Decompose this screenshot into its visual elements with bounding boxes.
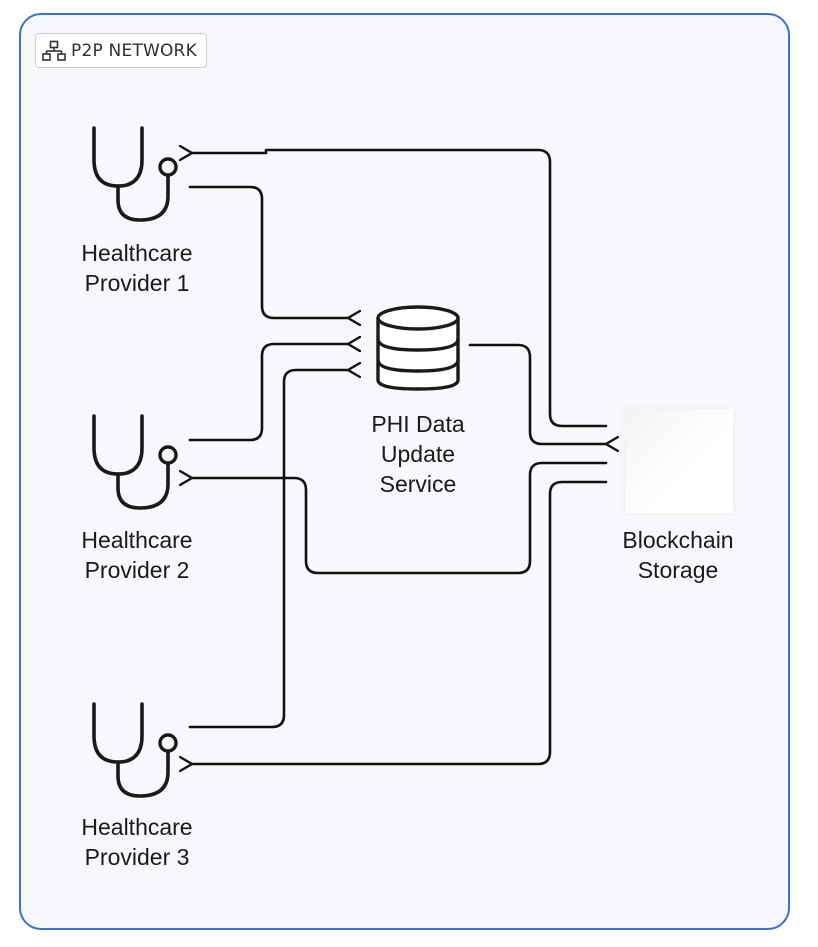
edge-provider3-to-phi: [188, 370, 348, 729]
stethoscope-icon: [92, 414, 178, 510]
stethoscope-icon: [92, 702, 178, 798]
provider-3-label: Healthcare Provider 3: [81, 814, 193, 870]
edge-blockchain-to-provider1: [192, 150, 608, 428]
provider-2-label: Healthcare Provider 2: [81, 527, 193, 583]
edge-blockchain-to-provider3: [192, 480, 608, 764]
blockchain-storage-icon: [625, 409, 733, 513]
edge-blockchain-to-provider2: [192, 461, 608, 575]
blockchain-storage-label: Blockchain Storage: [622, 527, 734, 583]
edge-provider1-to-phi: [188, 185, 348, 318]
network-badge: P2P NETWORK: [35, 33, 207, 68]
network-title: P2P NETWORK: [71, 40, 197, 61]
edge-provider2-to-phi: [188, 344, 348, 442]
phi-service-label: PHI Data Update Service: [371, 411, 465, 497]
sitemap-icon: [42, 40, 66, 61]
stethoscope-icon: [92, 126, 178, 222]
database-icon: [376, 305, 460, 391]
edge-phi-to-blockchain: [468, 343, 606, 444]
provider-1-label: Healthcare Provider 1: [81, 240, 193, 296]
